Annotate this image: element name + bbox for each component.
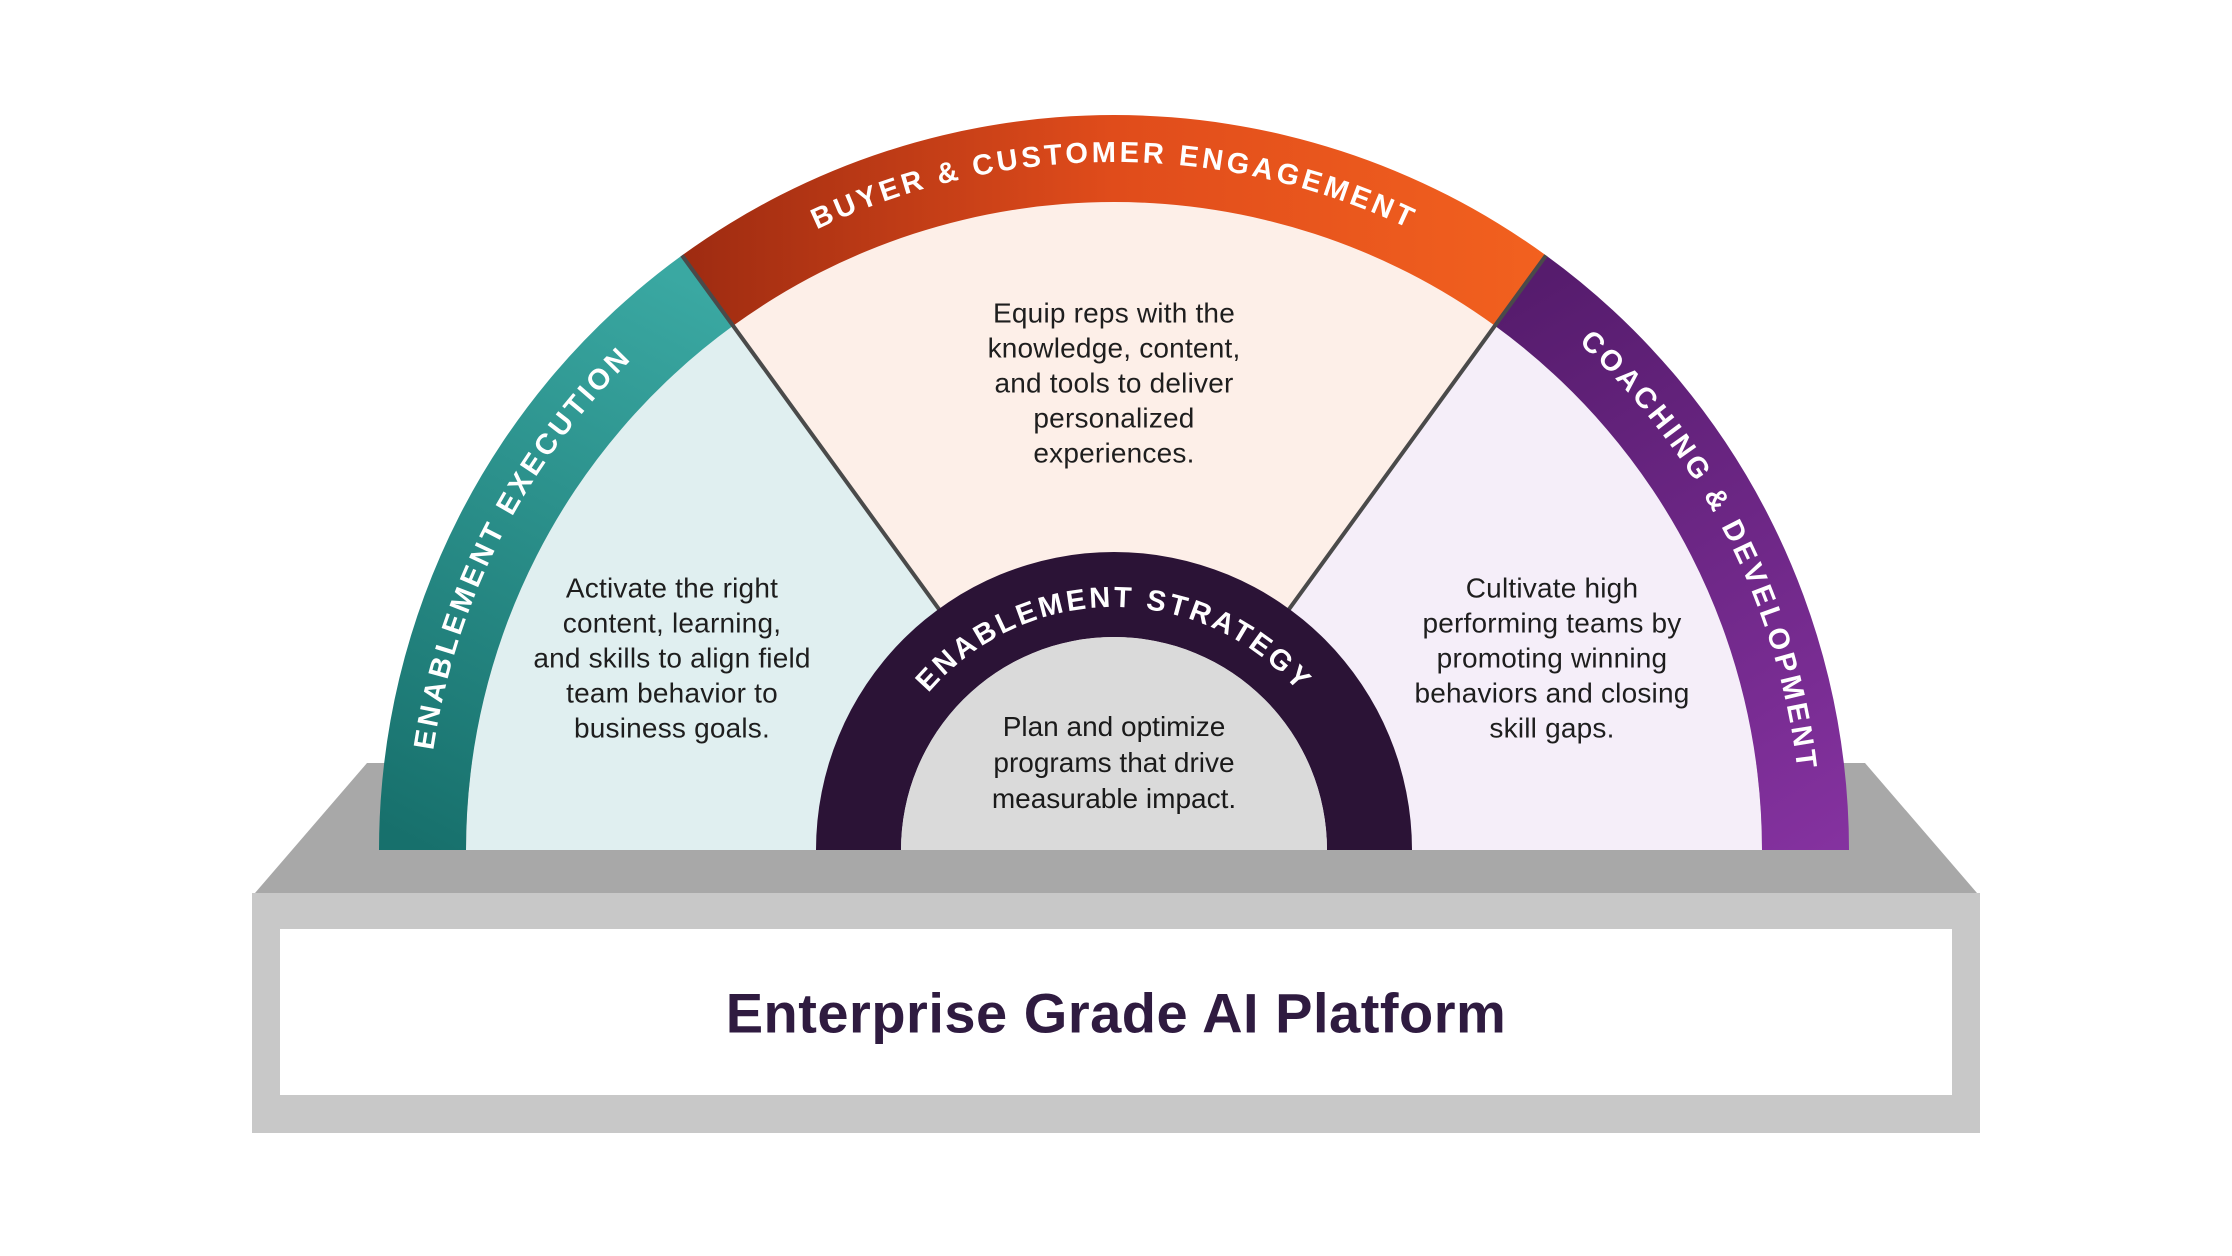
band-buyer-customer-engagement (682, 115, 1546, 326)
wedge-buyer-customer-engagement (733, 202, 1495, 850)
description-buyer-customer-engagement: Equip reps with the knowledge, content, … (987, 297, 1241, 469)
band-coaching-development (1494, 255, 1849, 850)
platform-title: Enterprise Grade AI Platform (725, 981, 1507, 1045)
hub-inner-disc (901, 637, 1327, 850)
description-enablement-execution: Activate the right content, learning, an… (533, 572, 811, 744)
divider-left (680, 254, 946, 617)
description-coaching-development: Cultivate high performing teams by promo… (1414, 572, 1690, 744)
description-enablement-strategy: Plan and optimize programs that drive me… (991, 711, 1237, 814)
platform-title-panel (280, 929, 1952, 1095)
band-enablement-execution (379, 255, 734, 850)
divider-right (1282, 254, 1548, 617)
hub-ring (816, 552, 1412, 850)
